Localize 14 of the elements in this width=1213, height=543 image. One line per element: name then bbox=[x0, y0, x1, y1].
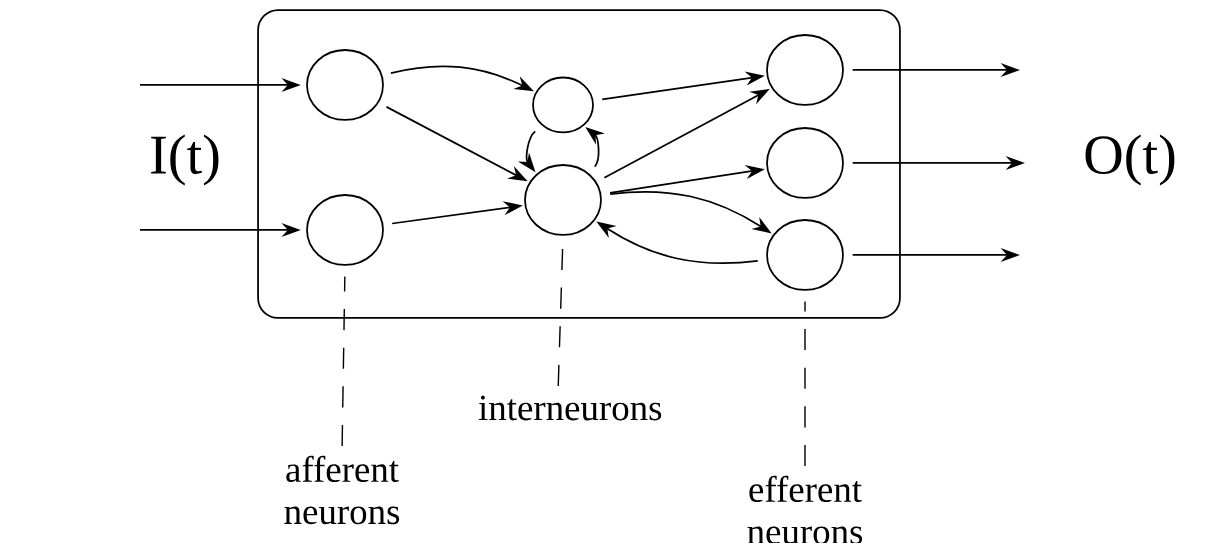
leader-line bbox=[804, 300, 806, 467]
neuron-circle bbox=[766, 127, 844, 199]
signal-label: O(t) bbox=[1085, 134, 1175, 186]
neuron-group-label: interneurons bbox=[478, 395, 662, 421]
neuron-circle bbox=[532, 76, 594, 134]
network-box bbox=[257, 9, 901, 319]
neuron-group-label: afferent neurons bbox=[284, 455, 400, 525]
leader-line bbox=[341, 275, 346, 447]
neuron-circle bbox=[766, 219, 844, 291]
neuron-circle bbox=[524, 164, 602, 236]
signal-label: I(t) bbox=[151, 134, 219, 186]
neuron-circle bbox=[766, 34, 844, 106]
neuron-circle bbox=[306, 49, 384, 121]
neuron-circle bbox=[306, 194, 384, 266]
